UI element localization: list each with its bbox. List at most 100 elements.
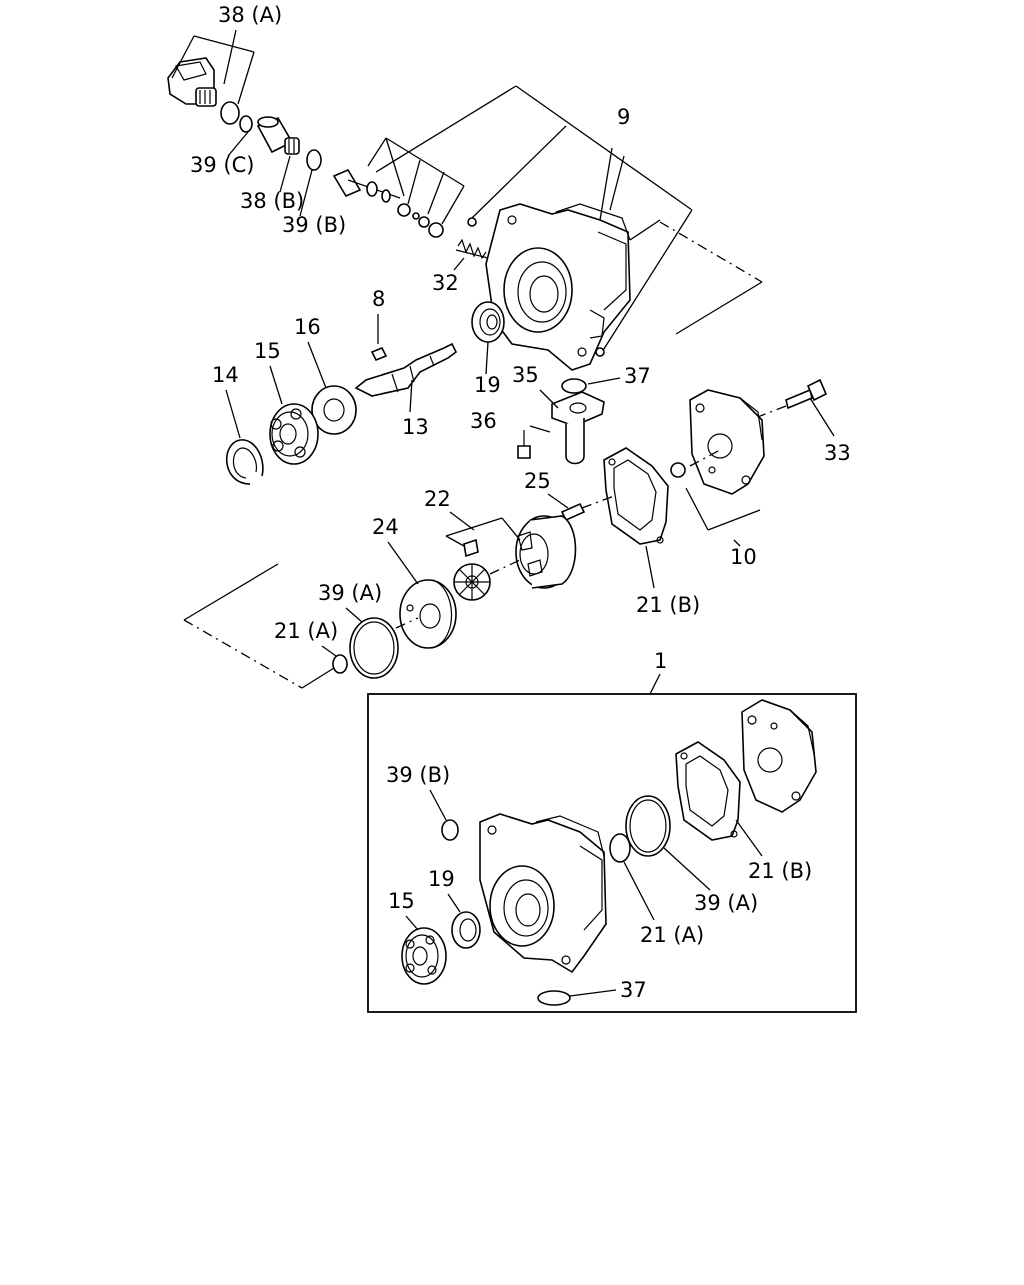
label-21b: 21 (B) bbox=[636, 593, 700, 617]
kit-part-21b bbox=[675, 741, 741, 841]
dashline-10 bbox=[689, 449, 721, 467]
label-35: 35 bbox=[512, 363, 539, 387]
part-24-side-plate bbox=[399, 579, 457, 649]
part-15-ball-bearing bbox=[269, 403, 319, 465]
repair-kit-box bbox=[367, 693, 857, 1013]
part-22-vanes bbox=[445, 517, 521, 558]
part-33-bolt bbox=[785, 378, 828, 410]
label-32: 32 bbox=[432, 271, 459, 295]
leader-15 bbox=[269, 365, 283, 405]
dashline-21b bbox=[581, 495, 615, 509]
kit-leader-19 bbox=[447, 893, 461, 913]
leader-39c bbox=[227, 131, 249, 157]
label-39a: 39 (A) bbox=[318, 581, 382, 605]
kit-leader-37 bbox=[569, 989, 617, 997]
kit-pump-housing bbox=[479, 813, 607, 974]
part-39b-o-ring bbox=[306, 149, 322, 171]
leader-38a bbox=[171, 29, 255, 105]
label-13: 13 bbox=[402, 415, 429, 439]
label-14: 14 bbox=[212, 363, 239, 387]
leader-19 bbox=[485, 341, 489, 375]
kit-end-cover bbox=[741, 699, 817, 813]
kit-part-39b bbox=[441, 819, 459, 841]
leader-39b bbox=[299, 169, 313, 217]
dashline-rotor bbox=[489, 559, 521, 575]
kit-label-39b: 39 (B) bbox=[386, 763, 450, 787]
kit-label-15: 15 bbox=[388, 889, 415, 913]
part-14-snap-ring bbox=[226, 439, 264, 485]
leader-21b bbox=[645, 545, 655, 589]
leader-25 bbox=[547, 493, 569, 509]
dashline-33 bbox=[749, 405, 787, 421]
label-8: 8 bbox=[372, 287, 385, 311]
kit-part-15 bbox=[401, 927, 447, 985]
kit-part-37 bbox=[537, 990, 571, 1006]
part-8-key bbox=[370, 346, 388, 362]
part-39a-o-ring bbox=[349, 617, 399, 679]
kit-label-39a: 39 (A) bbox=[694, 891, 758, 915]
leader-24 bbox=[387, 541, 419, 585]
kit-label-21b: 21 (B) bbox=[748, 859, 812, 883]
leader-10 bbox=[685, 487, 761, 547]
leader-21a bbox=[321, 645, 337, 657]
leader-32 bbox=[453, 257, 465, 271]
label-1: 1 bbox=[654, 649, 667, 673]
part-39a-o-ring-inner bbox=[353, 621, 395, 675]
part-36-bolt bbox=[517, 425, 551, 459]
leader-33 bbox=[809, 397, 835, 437]
part-rotor bbox=[453, 563, 491, 601]
assembly-boundary-left bbox=[183, 563, 335, 689]
kit-leader-39b bbox=[429, 789, 447, 821]
kit-leader-21a bbox=[623, 861, 655, 921]
label-10: 10 bbox=[730, 545, 757, 569]
kit-leader-21b bbox=[735, 819, 763, 857]
kit-part-39a bbox=[625, 795, 671, 857]
part-ball-upper bbox=[467, 217, 477, 227]
leader-14 bbox=[225, 389, 241, 439]
part-39c-small-ring bbox=[239, 115, 253, 133]
part-cam-ring bbox=[515, 515, 577, 589]
leader-22 bbox=[449, 511, 475, 531]
label-19: 19 bbox=[474, 373, 501, 397]
label-33: 33 bbox=[824, 441, 851, 465]
part-9-pump-housing bbox=[485, 203, 631, 371]
part-valve-spool-set bbox=[332, 168, 444, 238]
dashline-39a bbox=[395, 617, 419, 629]
part-32-spring bbox=[455, 238, 489, 260]
leader-39a bbox=[345, 607, 363, 623]
kit-part-39a-inner bbox=[629, 799, 667, 853]
part-37-o-ring bbox=[561, 378, 587, 394]
label-38a: 38 (A) bbox=[218, 3, 282, 27]
part-21a-o-ring bbox=[332, 654, 348, 674]
leader-9 bbox=[375, 85, 693, 353]
leader-38b bbox=[279, 155, 291, 193]
part-19-bearing bbox=[471, 301, 505, 343]
leader-16 bbox=[307, 341, 327, 389]
kit-leader-39a bbox=[663, 847, 711, 891]
label-9: 9 bbox=[617, 105, 630, 129]
leader-9-right bbox=[675, 281, 763, 335]
part-21b-gasket bbox=[603, 447, 669, 545]
kit-label-21a: 21 (A) bbox=[640, 923, 704, 947]
part-10-small-washer bbox=[670, 462, 686, 478]
kit-label-19: 19 bbox=[428, 867, 455, 891]
leader-1 bbox=[649, 673, 661, 695]
label-37: 37 bbox=[624, 364, 651, 388]
kit-part-21a bbox=[609, 833, 631, 863]
leader-37 bbox=[587, 377, 621, 385]
label-24: 24 bbox=[372, 515, 399, 539]
part-16-washer bbox=[311, 385, 357, 435]
label-39b: 39 (B) bbox=[282, 213, 346, 237]
leader-35 bbox=[539, 389, 559, 409]
label-15: 15 bbox=[254, 339, 281, 363]
leader-13 bbox=[409, 379, 413, 413]
kit-leader-15 bbox=[405, 915, 419, 931]
part-35-outlet-fitting bbox=[551, 391, 605, 465]
label-36: 36 bbox=[470, 409, 497, 433]
leader-9-valve-group bbox=[367, 137, 465, 225]
label-22: 22 bbox=[424, 487, 451, 511]
kit-label-37: 37 bbox=[620, 978, 647, 1002]
label-25: 25 bbox=[524, 469, 551, 493]
dashline-9-right bbox=[659, 221, 763, 283]
